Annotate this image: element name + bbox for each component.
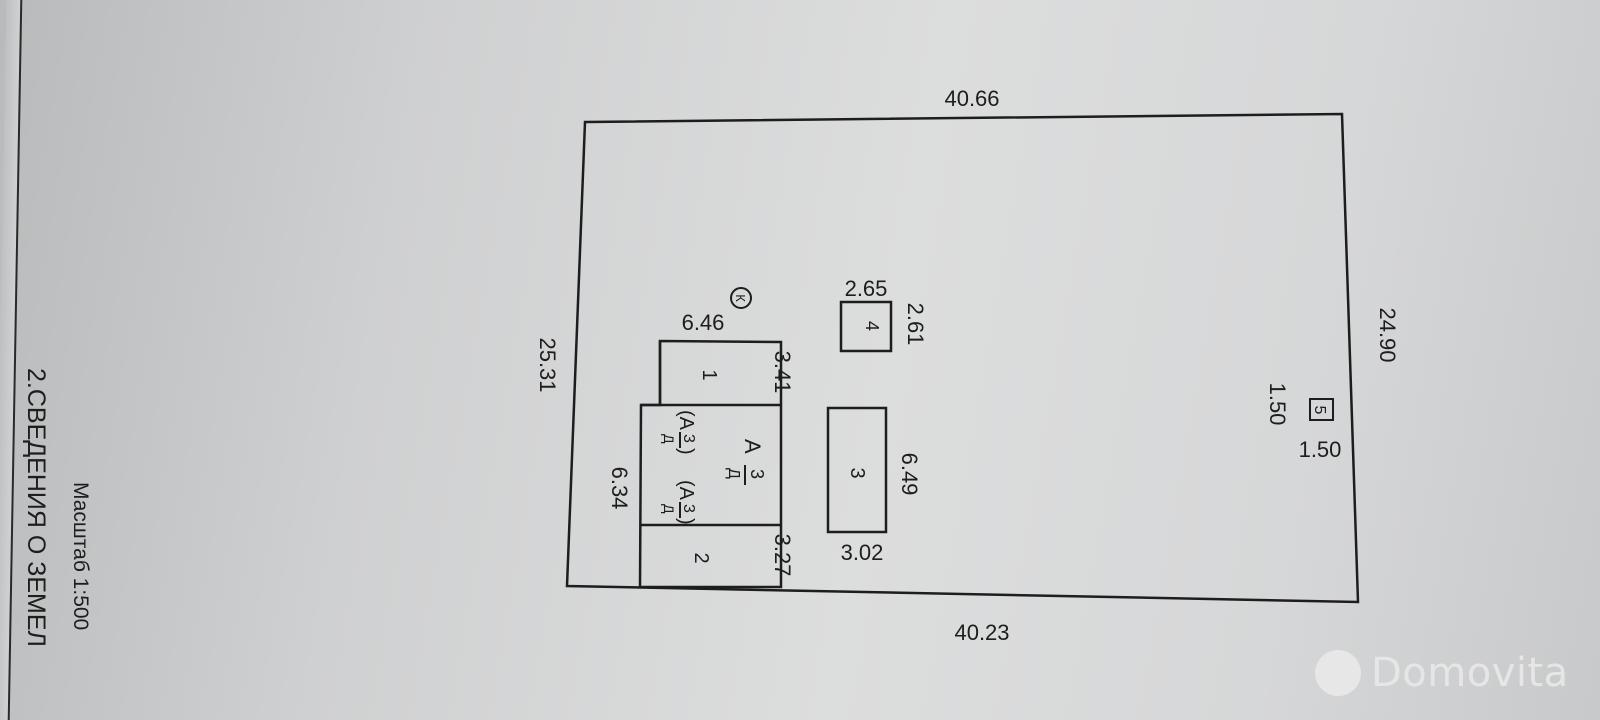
building-4-width: 2.65 [845, 276, 888, 301]
svg-text:А: А [740, 439, 765, 454]
house-top-width: 6.46 [682, 310, 725, 335]
svg-text:(А: (А [675, 480, 697, 501]
building-3-length: 6.49 [897, 453, 922, 496]
building-3 [826, 406, 888, 534]
building-3-width: 3.02 [841, 540, 884, 565]
scale-label: Масштаб 1:500 [69, 482, 92, 631]
svg-text:3: 3 [747, 469, 767, 479]
room-1-label: 1 [698, 369, 720, 380]
plot-top-length: 40.66 [944, 86, 999, 111]
svg-text:3: 3 [680, 434, 697, 443]
building-5-length: 1.50 [1265, 383, 1290, 426]
marker-k-label: К [733, 294, 748, 302]
building-4-length: 2.61 [903, 303, 928, 346]
room-2-side: 3.27 [770, 534, 795, 577]
house-left-length: 6.34 [607, 467, 632, 510]
svg-text:): ) [675, 448, 697, 455]
extension-code-2: (А 3 Д ) [661, 480, 697, 525]
watermark-brand: Domovita [1371, 650, 1569, 696]
marker-k-icon [730, 287, 752, 309]
building-4-label: 4 [862, 321, 882, 331]
svg-text:(А: (А [675, 410, 697, 431]
svg-text:Д: Д [725, 468, 742, 479]
building-3-label: 3 [846, 467, 868, 478]
plot-right-length: 24.90 [1375, 307, 1400, 362]
room-1-side: 3.41 [770, 351, 795, 394]
room-2-label: 2 [690, 552, 712, 563]
plot-left-length: 25.31 [535, 337, 560, 392]
svg-text:): ) [675, 518, 697, 525]
main-code: А 3 Д [725, 439, 767, 485]
plot-bottom-length: 40.23 [954, 620, 1009, 645]
section-heading: 2.СВЕДЕНИЯ О ЗЕМЕЛ [22, 368, 50, 647]
svg-text:Д: Д [661, 434, 677, 444]
building-5-width: 1.50 [1299, 437, 1342, 462]
building-4 [839, 300, 893, 353]
watermark-logo-icon [1315, 650, 1361, 696]
svg-text:Д: Д [661, 504, 677, 514]
watermark: Domovita [1315, 650, 1569, 696]
extension-code-1: (А 3 Д ) [661, 410, 697, 455]
main-house [638, 339, 783, 589]
svg-text:3: 3 [680, 504, 697, 513]
building-5 [1309, 398, 1334, 421]
plot-boundary [565, 112, 1360, 604]
building-5-label: 5 [1311, 406, 1328, 415]
